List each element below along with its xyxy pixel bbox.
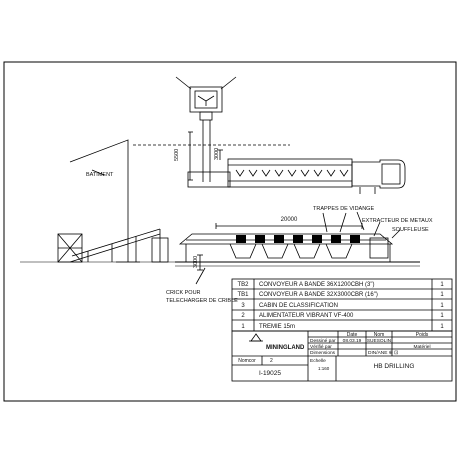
feed-hopper-tower: [175, 76, 237, 182]
parts-row-qty: 1: [440, 292, 444, 298]
conveyor-module-icon: [300, 169, 310, 177]
lower-plant-modules: [236, 235, 360, 243]
drawing-number: I-19025: [259, 370, 281, 377]
nomcor-value: 2: [270, 358, 273, 364]
conveyor-module-icon: [326, 169, 336, 177]
parts-row-description: CONVOYEUR A BANDE 36X1200CBH (3"): [259, 282, 375, 288]
callout-crick-line2: TELECHARGER DE CRIBLE: [166, 298, 238, 304]
parts-row-ref: 1: [241, 324, 245, 330]
parts-list-rows: TB2 CONVOYEUR A BANDE 36X1200CBH (3") 1 …: [237, 282, 444, 330]
parts-row: TB2 CONVOYEUR A BANDE 36X1200CBH (3") 1: [237, 282, 444, 288]
conveyor-module-icon: [287, 169, 297, 177]
parts-row-description: CONVOYEUR A BANDE 32X3000CBR (16"): [259, 292, 378, 298]
upper-conveyor-modules: [235, 169, 349, 177]
header-poids: Poids: [416, 332, 429, 338]
dessine-date: 08.03.19: [343, 338, 362, 344]
dessine-nom: SUESOLIN: [367, 338, 392, 344]
parts-row: 1 TREMIE 15m 1: [241, 324, 444, 330]
left-inclined-conveyor: [20, 228, 175, 263]
parts-row-ref: 2: [241, 313, 245, 319]
parts-row-qty: 1: [440, 282, 444, 288]
callout-crick-line1: CRICK POUR: [166, 290, 201, 296]
callout-souffleuse: SOUFFLEUSE: [392, 227, 429, 233]
parts-row-qty: 1: [440, 324, 444, 330]
discharge-gate-icon: [255, 235, 265, 243]
upper-conveyor-assembly: [187, 149, 406, 194]
verifie-label: Vérifié par: [310, 344, 332, 350]
conveyor-module-icon: [339, 169, 349, 177]
header-nom: Nom: [374, 332, 385, 338]
parts-row-qty: 1: [440, 313, 444, 319]
parts-row: 3 CABIN DE CLASSIFICATION 1: [241, 303, 444, 309]
conveyor-module-icon: [261, 169, 271, 177]
callout-batiment: BATIMENT: [86, 172, 114, 178]
discharge-gate-icon: [274, 235, 284, 243]
dim-length-main: 20000: [281, 217, 298, 223]
callout-extracteur: EXTRACTEUR DE METAUX: [362, 218, 433, 224]
dimensions-value: DIN/ANE ⊕ ⊡: [368, 350, 398, 356]
discharge-gate-icon: [331, 235, 341, 243]
title-block: [231, 330, 453, 382]
conveyor-module-icon: [248, 169, 258, 177]
parts-row: TB1 CONVOYEUR A BANDE 32X3000CBR (16") 1: [237, 292, 444, 298]
sheet-border: [3, 61, 457, 402]
nomcor-label: Nomcor: [238, 358, 256, 364]
parts-row-qty: 1: [440, 303, 444, 309]
parts-row-description: CABIN DE CLASSIFICATION: [259, 303, 338, 309]
echelle-label: Echelle: [310, 358, 326, 364]
echelle-value: 1:160: [318, 366, 330, 371]
discharge-gate-icon: [293, 235, 303, 243]
parts-row-description: ALIMENTATEUR VIBRANT VF-400: [259, 313, 354, 319]
discharge-gate-icon: [312, 235, 322, 243]
parts-row: 2 ALIMENTATEUR VIBRANT VF-400 1: [241, 313, 444, 319]
dim-height-short: 3000: [214, 148, 220, 160]
discharge-gate-icon: [350, 235, 360, 243]
miningland-logo: MININGLAND: [249, 333, 305, 351]
dimensions-label: Dimensions: [310, 350, 336, 356]
conveyor-module-icon: [274, 169, 284, 177]
callout-trappes: TRAPPES DE VIDANGE: [313, 206, 374, 212]
discharge-gate-icon: [236, 235, 246, 243]
header-date: Date: [347, 332, 358, 338]
dim-height-vertical: 5500: [174, 149, 180, 161]
materiel-label: Matériel: [413, 344, 430, 350]
project-name: HB DRILLING: [374, 363, 415, 370]
conveyor-module-icon: [235, 169, 245, 177]
parts-row-ref: TB1: [237, 292, 249, 298]
dessine-label: Dessiné par: [310, 338, 336, 344]
logo-triangle-icon: [250, 333, 262, 342]
conveyor-module-icon: [313, 169, 323, 177]
parts-row-description: TREMIE 15m: [259, 324, 295, 330]
dim-height-lower: 3000: [193, 256, 199, 268]
logo-text: MININGLAND: [266, 345, 305, 351]
parts-row-ref: 3: [241, 303, 245, 309]
parts-row-ref: TB2: [237, 282, 249, 288]
